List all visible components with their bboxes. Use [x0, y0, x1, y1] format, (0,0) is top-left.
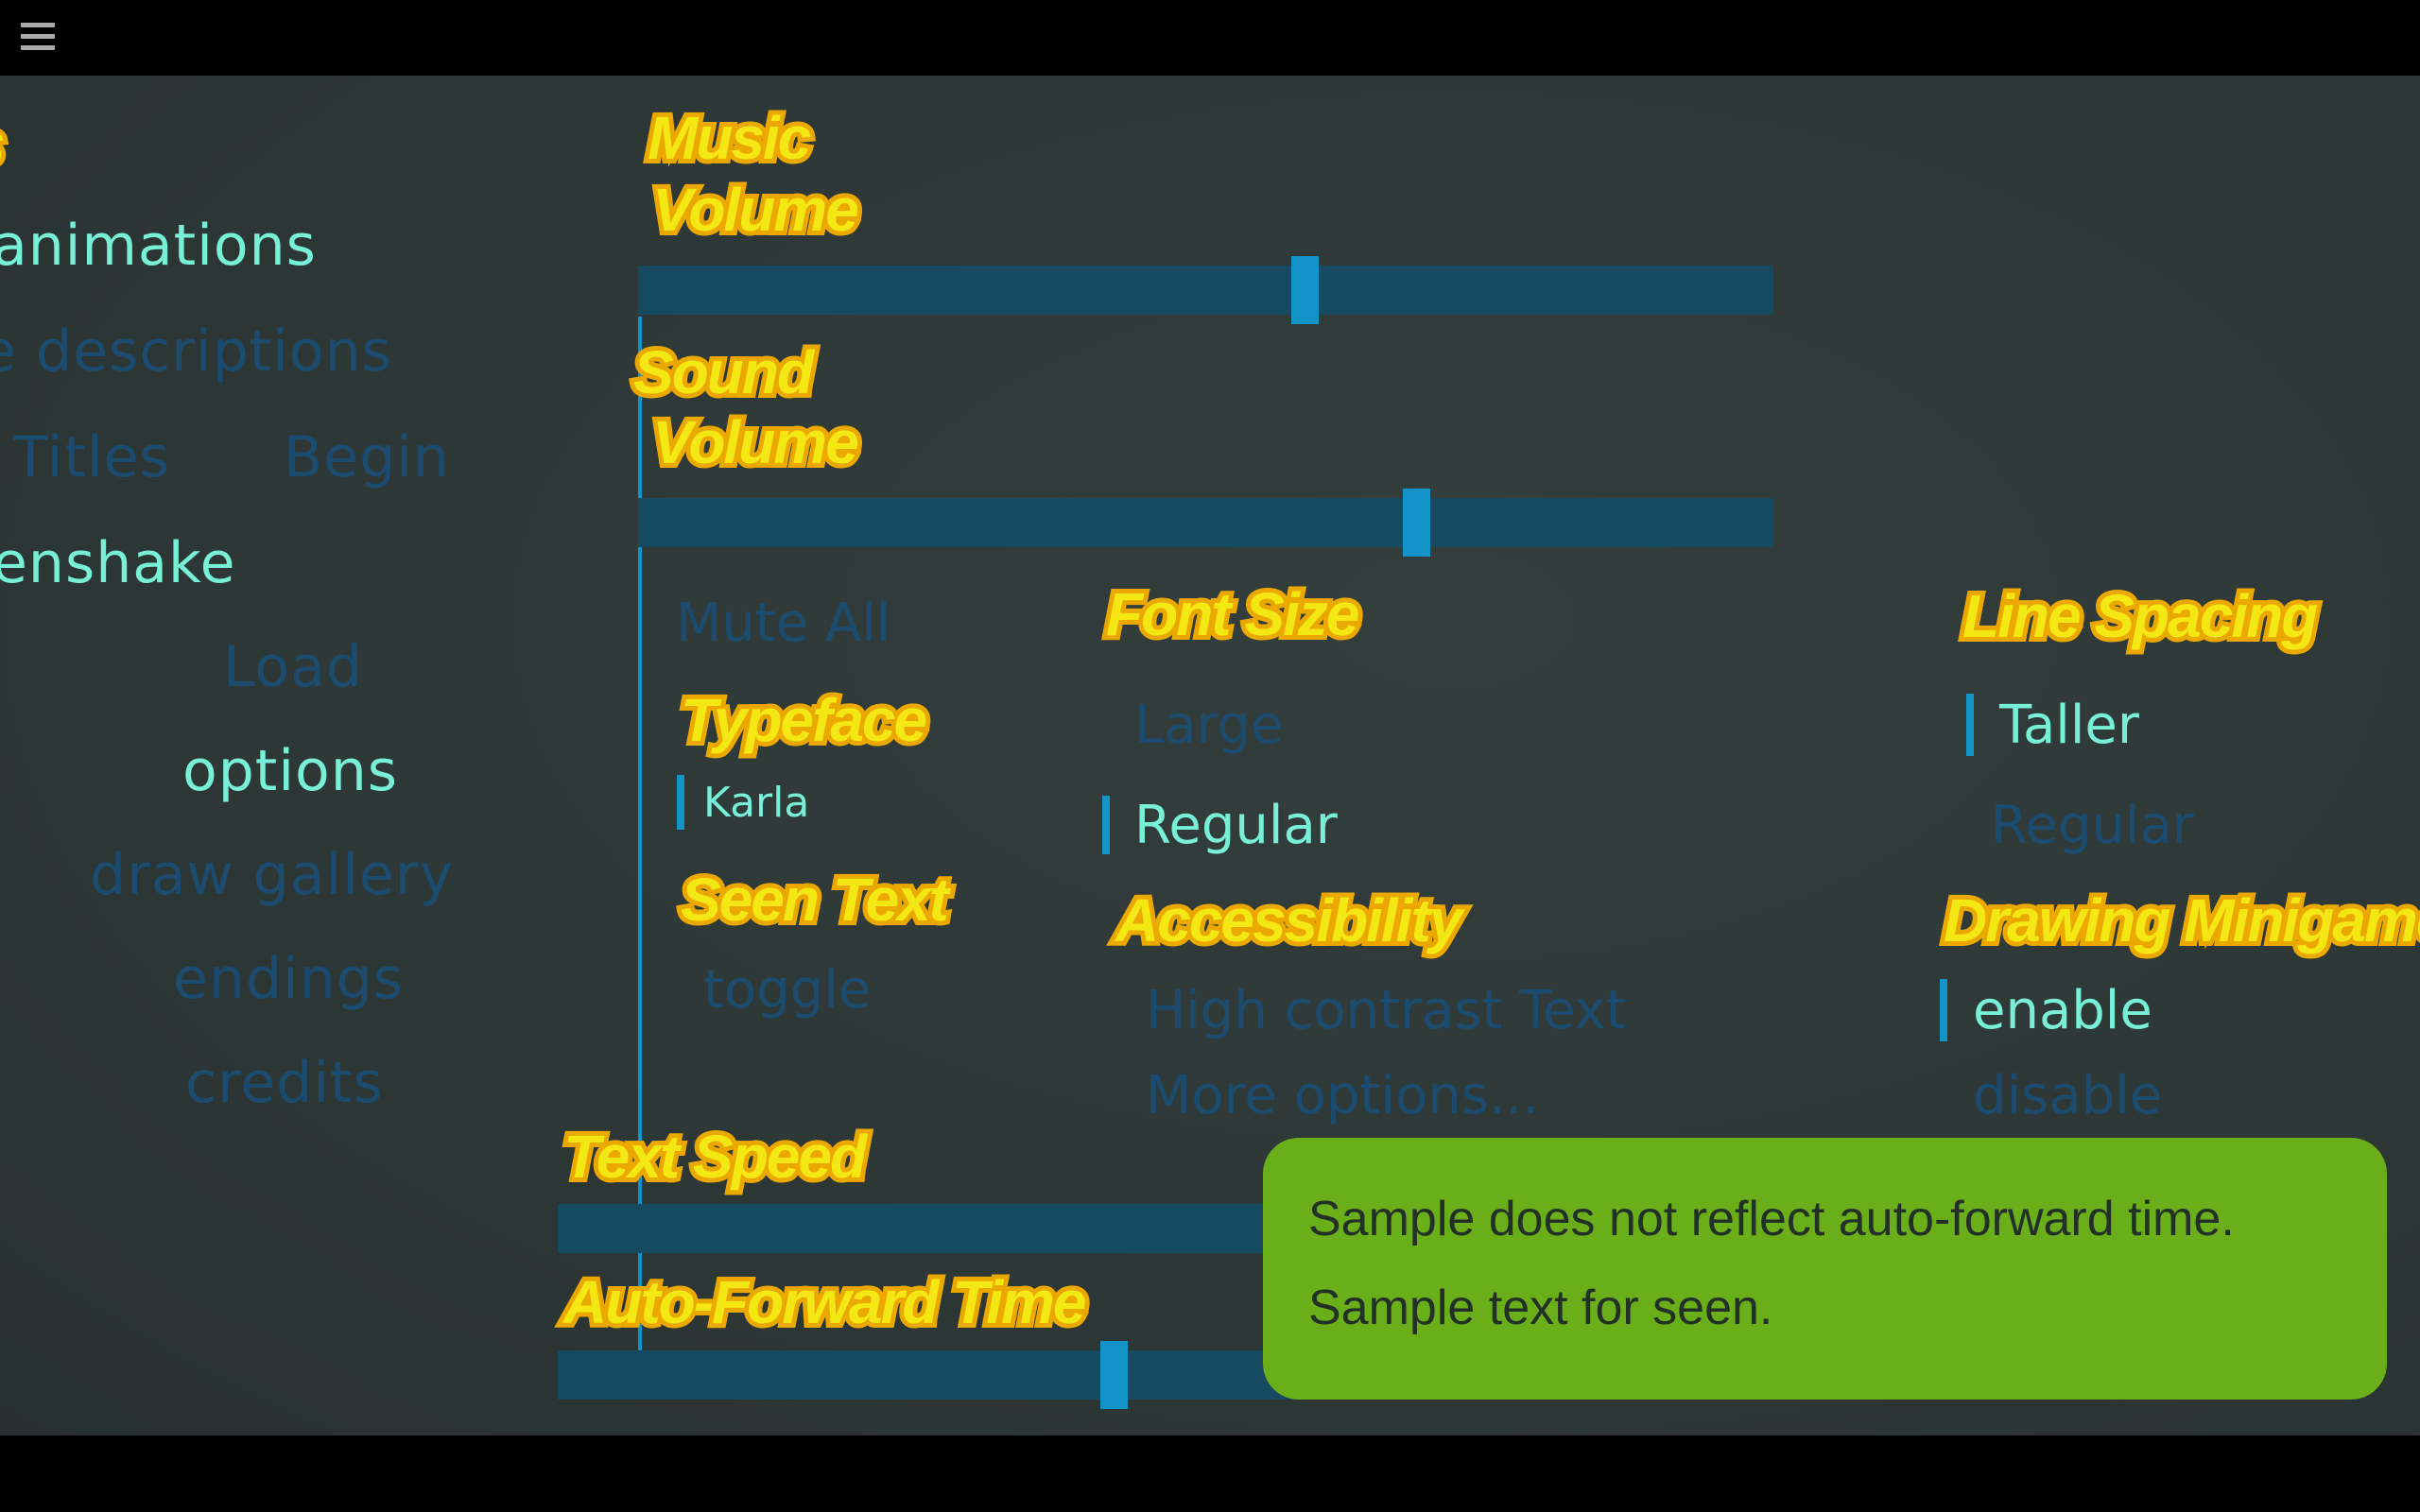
bottom-bar	[0, 1435, 2420, 1512]
nav-item-titles[interactable]: Titles	[13, 424, 170, 490]
nav-item-draw-gallery[interactable]: draw gallery	[90, 842, 454, 908]
text-speed-slider[interactable]	[558, 1204, 1314, 1253]
drawing-minigame-header: Drawing Minigame	[1939, 885, 2420, 955]
typeface-option-karla[interactable]: Karla	[703, 779, 810, 827]
font-size-header: Font Size	[1101, 579, 1364, 649]
music-volume-slider[interactable]	[638, 256, 1773, 324]
music-volume-header-2: Volume	[648, 175, 864, 245]
sound-volume-thumb[interactable]	[1402, 489, 1430, 557]
music-volume-thumb[interactable]	[1291, 256, 1320, 324]
preferences-screen: s animations e descriptions Titles Begin…	[0, 76, 2420, 1435]
accessibility-header: Accessibility	[1111, 885, 1467, 955]
auto-forward-header: Auto-Forward Time	[559, 1267, 1091, 1337]
nav-item-options[interactable]: options	[182, 738, 398, 804]
typeface-header: Typeface	[676, 685, 932, 755]
divider-line	[638, 317, 642, 1350]
line-spacing-taller[interactable]: Taller	[1999, 695, 2139, 756]
hamburger-menu-icon[interactable]	[21, 23, 55, 53]
nav-item-begin[interactable]: Begin	[284, 424, 450, 490]
selected-indicator	[677, 775, 684, 830]
line-spacing-regular[interactable]: Regular	[1991, 795, 2194, 856]
seen-text-toggle[interactable]: toggle	[703, 959, 872, 1021]
top-bar	[0, 0, 2420, 76]
music-volume-header-1: Music	[643, 103, 816, 173]
font-size-large[interactable]: Large	[1134, 695, 1284, 756]
nav-header-partial: s	[0, 109, 10, 179]
nav-item-load[interactable]: Load	[223, 634, 363, 700]
sample-line-2: Sample text for seen.	[1308, 1280, 1773, 1335]
drawing-minigame-enable[interactable]: enable	[1973, 980, 2152, 1041]
font-size-regular[interactable]: Regular	[1134, 795, 1338, 856]
nav-item-animations[interactable]: animations	[0, 213, 317, 279]
line-spacing-header: Line Spacing	[1958, 581, 2323, 651]
sound-volume-header-2: Volume	[648, 407, 864, 477]
sound-volume-slider[interactable]	[638, 489, 1773, 557]
sample-text-box: Sample does not reflect auto-forward tim…	[1263, 1138, 2387, 1400]
selected-indicator	[1102, 796, 1110, 854]
selected-indicator	[1966, 694, 1974, 756]
drawing-minigame-disable[interactable]: disable	[1973, 1065, 2163, 1126]
auto-forward-thumb[interactable]	[1100, 1341, 1129, 1409]
seen-text-header: Seen Text	[676, 865, 954, 935]
sound-volume-header-1: Sound	[629, 337, 819, 407]
high-contrast-text-option[interactable]: High contrast Text	[1146, 980, 1627, 1041]
nav-item-endings[interactable]: endings	[173, 946, 405, 1012]
mute-all-button[interactable]: Mute All	[676, 593, 891, 654]
nav-item-descriptions[interactable]: e descriptions	[0, 318, 392, 385]
nav-item-screenshake[interactable]: enshake	[0, 530, 236, 596]
nav-item-credits[interactable]: credits	[185, 1050, 384, 1116]
more-options-button[interactable]: More options...	[1146, 1065, 1540, 1126]
selected-indicator	[1940, 979, 1947, 1041]
text-speed-header: Text Speed	[559, 1122, 872, 1192]
sample-line-1: Sample does not reflect auto-forward tim…	[1308, 1192, 2235, 1246]
